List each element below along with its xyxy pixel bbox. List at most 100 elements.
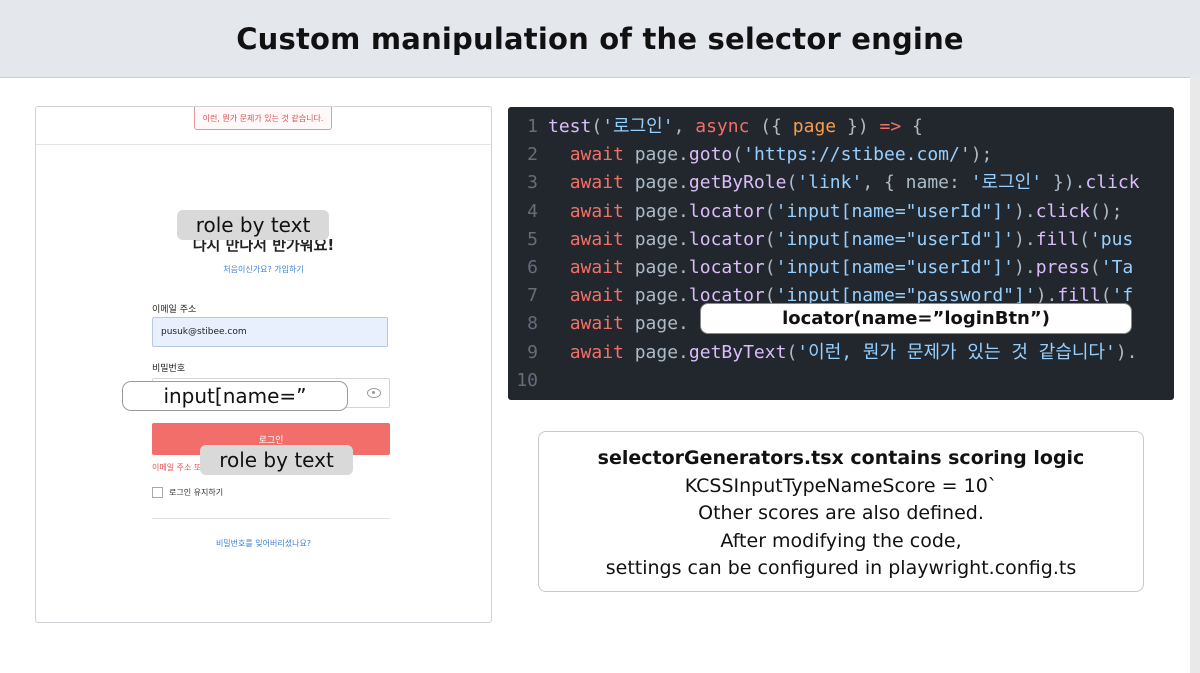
code-token: (: [764, 285, 776, 307]
code-token: page.: [623, 144, 689, 166]
code-token: , { name:: [862, 172, 971, 194]
code-token: '로그인': [970, 172, 1043, 194]
code-token: getByText: [688, 341, 787, 363]
code-token: page.: [623, 285, 689, 307]
code-token: (: [786, 341, 798, 363]
code-line: 6 await page.locator('input[name="userId…: [508, 254, 1133, 282]
code-token: locator: [688, 257, 765, 278]
code-token: goto: [688, 144, 733, 166]
code-line: 2 await page.goto('https://stibee.com/')…: [508, 141, 992, 169]
login-error-text: 이메일 주소 또는: [152, 463, 209, 472]
code-token: '로그인': [602, 116, 674, 137]
code-line: 5 await page.locator('input[name="userId…: [508, 226, 1133, 254]
code-token: await: [569, 313, 624, 335]
code-token: '이런, 뭔가 문제가 있는 것 같습니다': [797, 341, 1116, 363]
role-by-text-label-top: role by text: [177, 210, 329, 240]
code-token: (: [1079, 228, 1090, 250]
code-token: (: [1100, 285, 1112, 307]
code-token: test: [548, 116, 592, 137]
code-token: 'link': [797, 172, 863, 194]
email-label: 이메일 주소: [152, 305, 197, 315]
code-token: 'input[name="userId"]': [775, 200, 1015, 222]
code-token: (: [732, 144, 744, 166]
code-token: (: [786, 172, 798, 194]
code-token: fill: [1035, 228, 1080, 250]
email-input[interactable]: pusuk@stibee.com: [152, 317, 388, 347]
code-line: 7 await page.locator('input[name="passwo…: [508, 282, 1133, 310]
code-token: 'https://stibee.com/': [743, 144, 971, 166]
code-token: async: [695, 116, 750, 137]
code-token: locator: [688, 285, 765, 307]
code-token: ();: [1089, 200, 1123, 222]
code-token: await: [569, 144, 624, 166]
code-token: ).: [1115, 341, 1138, 363]
slide-title: Custom manipulation of the selector engi…: [236, 21, 964, 56]
screenshot-top-bar: [36, 107, 491, 145]
locator-name-label: locator(name=”loginBtn”): [700, 303, 1132, 334]
line-number: 9: [527, 341, 538, 363]
divider: [152, 518, 390, 519]
code-line: 10: [508, 367, 548, 395]
line-number: 4: [527, 200, 538, 222]
code-token: (: [764, 257, 776, 278]
welcome-heading: 다시 만나서 반가워요!: [192, 236, 335, 254]
code-token: ).: [1014, 228, 1036, 250]
code-token: locator: [688, 200, 765, 222]
code-token: [548, 201, 570, 222]
code-token: ({: [749, 116, 793, 137]
code-token: await: [569, 172, 624, 194]
code-token: (: [764, 228, 776, 250]
code-token: 'input[name="userId"]': [775, 228, 1015, 250]
code-line: 3 await page.getByRole('link', { name: '…: [508, 169, 1140, 197]
code-token: await: [569, 341, 624, 363]
info-line-3: After modifying the code,: [720, 529, 962, 552]
line-number: 8: [527, 313, 538, 335]
forgot-password-link[interactable]: 비밀번호를 잊어버리셨나요?: [215, 539, 312, 548]
code-token: page.: [623, 228, 689, 250]
remember-me-checkbox[interactable]: [152, 487, 163, 498]
code-token: 'input[name="password"]': [775, 285, 1036, 307]
code-token: page.: [623, 341, 689, 363]
line-number: 7: [527, 285, 538, 307]
line-number: 10: [516, 369, 538, 391]
code-token: 'input[name="userId"]': [775, 257, 1015, 278]
line-number: 2: [527, 144, 538, 166]
input-name-label: input[name=”: [122, 381, 348, 411]
signup-link[interactable]: 처음이신가요? 가입하기: [223, 265, 304, 274]
info-line-1: KCSSInputTypeNameScore = 10`: [684, 474, 998, 497]
code-token: await: [569, 200, 624, 222]
line-number: 5: [527, 228, 538, 250]
info-line-4: settings can be configured in playwright…: [605, 557, 1077, 579]
code-token: page.: [623, 257, 689, 278]
remember-me-label: 로그인 유지하기: [169, 488, 224, 497]
code-token: getByRole: [688, 172, 787, 194]
code-token: ).: [1035, 285, 1058, 307]
email-input-value: pusuk@stibee.com: [161, 327, 247, 337]
code-token: [548, 285, 570, 306]
code-token: await: [569, 257, 624, 278]
remember-me[interactable]: 로그인 유지하기: [152, 487, 223, 498]
code-token: await: [569, 228, 624, 250]
code-token: locator: [688, 228, 765, 250]
role-by-text-label-bottom: role by text: [200, 445, 353, 475]
code-token: await: [569, 285, 624, 307]
code-token: page.: [623, 313, 689, 335]
code-line: 4 await page.locator('input[name="userId…: [508, 198, 1122, 226]
code-token: ,: [673, 116, 696, 137]
code-token: ).: [1014, 257, 1036, 278]
code-token: (: [1089, 257, 1101, 278]
eye-icon[interactable]: [367, 388, 381, 398]
code-token: click: [1035, 200, 1090, 222]
code-token: page.: [623, 200, 689, 222]
code-token: 'pus: [1089, 228, 1134, 250]
code-token: [548, 229, 570, 250]
info-title: selectorGenerators.tsx contains scoring …: [597, 447, 1085, 469]
code-token: }): [836, 116, 880, 137]
scrollbar-track[interactable]: [1190, 77, 1200, 673]
code-token: click: [1085, 172, 1140, 194]
code-token: [548, 144, 570, 165]
line-number: 6: [527, 257, 538, 278]
code-line: 9 await page.getByText('이런, 뭔가 문제가 있는 것 …: [508, 339, 1138, 367]
code-token: press: [1035, 257, 1090, 278]
